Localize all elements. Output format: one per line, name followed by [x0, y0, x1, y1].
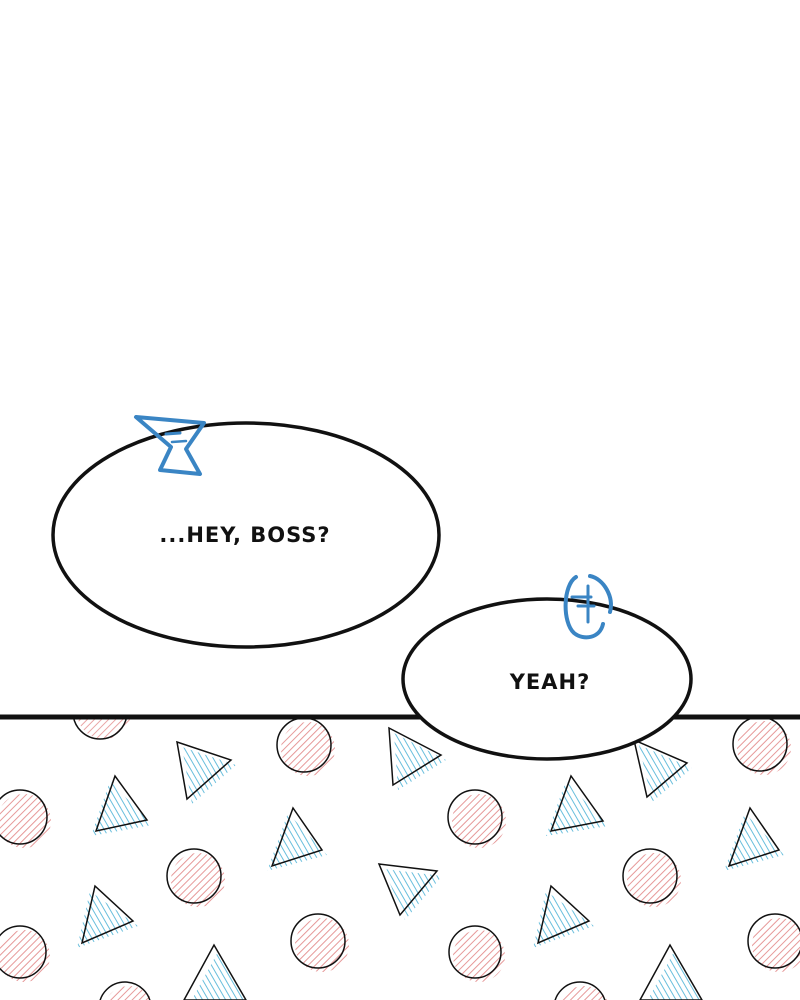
boss-face-icon: [563, 574, 613, 640]
pattern-background: [0, 717, 800, 1000]
dialogue-text-2: YEAH?: [509, 670, 591, 694]
dialogue-text-1: ...HEY, BOSS?: [159, 523, 331, 547]
circle-shapes: [0, 717, 800, 1000]
speech-bubble-1: [51, 421, 441, 649]
triangle-shapes: [77, 726, 784, 1000]
sidekick-face-icon: [134, 415, 206, 476]
speech-bubble-2: [401, 597, 693, 761]
